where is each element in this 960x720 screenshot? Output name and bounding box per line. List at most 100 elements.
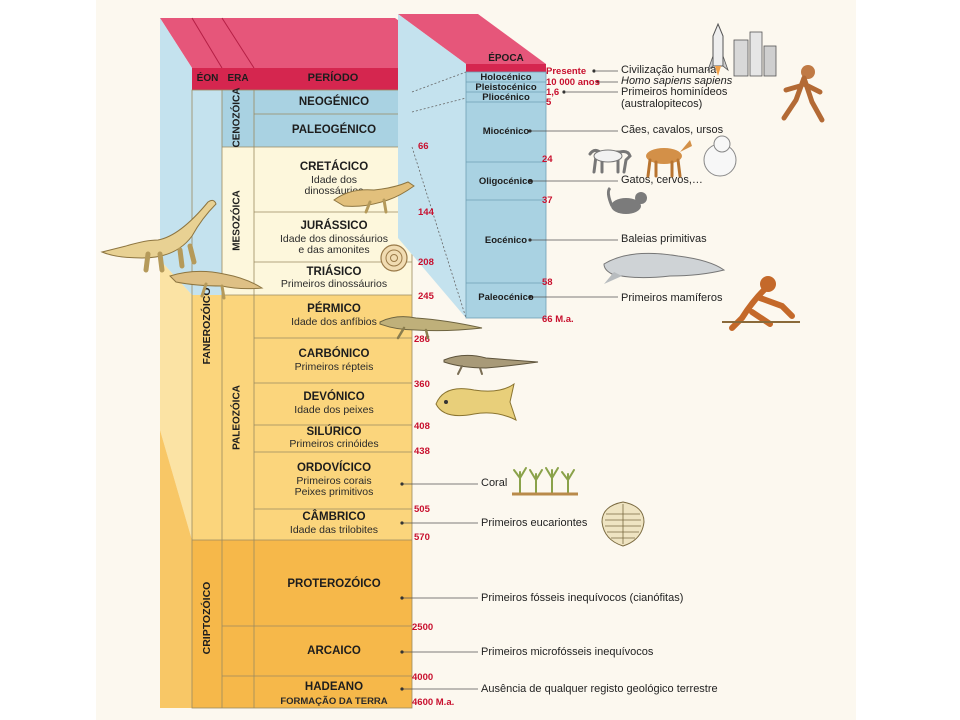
period-cretaceous-sub1: Idade dos: [310, 174, 358, 186]
period-cryptozoic-fill: [254, 540, 412, 708]
epoch-age-10000: 10 000 anos: [546, 77, 600, 88]
caveman-icon: [781, 65, 825, 123]
buildings-icon: [733, 31, 777, 77]
epoch-holocene: Holocénico: [480, 72, 532, 83]
horse-icon: [646, 140, 692, 178]
era-paleozoic: [222, 295, 254, 540]
event-cyanophyte-fossils: Primeiros fósseis inequívocos (cianófita…: [481, 592, 684, 604]
epoch-age-1-6: 1,6: [546, 87, 560, 98]
dog-icon: [588, 148, 632, 174]
era-mesozoic: [222, 147, 254, 295]
period-cambrian: CÂMBRICO: [302, 511, 366, 523]
dinosaur-icon: [333, 181, 415, 214]
age-2500: 2500: [412, 622, 434, 633]
cat-icon: [606, 186, 647, 214]
period-ordovician-sub2: Peixes primitivos: [294, 486, 374, 498]
period-paleozoic-fill: [254, 295, 412, 540]
period-triassic-sub1: Primeiros dinossáurios: [280, 278, 388, 290]
trilobite-icon: [601, 501, 645, 547]
primate-icon: [722, 276, 800, 331]
bear-icon: [703, 135, 737, 177]
era-cryptozoic: [222, 540, 254, 708]
period-jurassic-sub2: e das amonites: [298, 244, 370, 256]
eon-column-phanerozoic-top: [192, 90, 222, 295]
epoch-header-front: [466, 64, 546, 72]
epoch-paleocene: Paleocénico: [478, 292, 534, 303]
period-cretaceous: CRETÁCICO: [299, 161, 369, 173]
age-66: 66: [418, 141, 429, 152]
period-triassic: TRIÁSICO: [306, 266, 362, 278]
coral-icon: [512, 467, 578, 496]
age-4600: 4600 M.a.: [412, 697, 455, 708]
period-ordovician-sub1: Primeiros corais: [296, 475, 372, 487]
period-archean: ARCAICO: [307, 645, 361, 657]
header-eon: ÉON: [196, 73, 219, 84]
period-mesozoic-fill: [254, 147, 412, 295]
age-208: 208: [418, 257, 434, 268]
reptile-icon: [443, 354, 539, 375]
left-side-face-yellow: [160, 260, 192, 540]
age-408: 408: [414, 421, 430, 432]
epoch-miocene: Miocénico: [482, 126, 530, 137]
event-first-hominids: Primeiros hominídeos: [621, 86, 728, 98]
epoch-age-5: 5: [546, 97, 552, 108]
epoch-column: [466, 72, 546, 318]
epoch-oligocene: Oligocénico: [478, 176, 534, 187]
header-epoch: ÉPOCA: [488, 53, 524, 64]
period-cretaceous-sub2: dinossáurios: [304, 185, 364, 197]
epoch-eocene: Eocénico: [484, 235, 528, 246]
left-side-face-blue: [160, 18, 192, 295]
left-side-face-orange: [160, 430, 192, 708]
age-245: 245: [418, 291, 434, 302]
event-first-mammals: Primeiros mamíferos: [621, 292, 723, 304]
period-silurian-sub1: Primeiros crinóides: [289, 438, 379, 450]
period-silurian: SILÚRICO: [306, 426, 362, 438]
epoch-side-face: [398, 14, 466, 318]
rocket-icon: [707, 22, 729, 76]
epoch-pliocene: Pliocénico: [482, 92, 530, 103]
period-carboniferous: CARBÓNICO: [298, 348, 370, 360]
period-devonian: DEVÓNICO: [303, 391, 365, 403]
epoch-age-24: 24: [542, 154, 553, 165]
era-label-cenozoic: CENOZÓICA: [231, 87, 243, 148]
event-first-eukaryotes: Primeiros eucariontes: [481, 517, 588, 529]
header-period: PERÍODO: [307, 72, 359, 84]
event-australopithecus: (australopitecos): [621, 98, 703, 110]
period-ordovician: ORDOVÍCICO: [296, 462, 372, 474]
event-human-civilization: Civilização humana: [621, 64, 717, 76]
era-cenozoic: [222, 90, 254, 147]
period-permian: PÉRMICO: [307, 303, 361, 315]
event-primitive-whales: Baleias primitivas: [621, 233, 707, 245]
earth-formation-label: FORMAÇÃO DA TERRA: [280, 696, 388, 707]
period-carboniferous-sub1: Primeiros répteis: [294, 361, 374, 373]
age-286: 286: [414, 334, 430, 345]
event-homo-sapiens: Homo sapiens sapiens: [621, 75, 733, 87]
fish-icon: [435, 382, 517, 421]
epoch-pleistocene: Pleistocénico: [475, 82, 537, 93]
period-permian-sub1: Idade dos anfíbios: [291, 316, 377, 328]
epoch-age-37: 37: [542, 195, 553, 206]
age-144: 144: [418, 207, 434, 218]
period-proterozoic: PROTEROZÓICO: [287, 578, 381, 590]
period-jurassic: JURÁSSICO: [300, 220, 368, 232]
era-label-paleozoic: PALEOZÓICA: [231, 385, 243, 450]
period-devonian-sub1: Idade dos peixes: [294, 404, 374, 416]
age-438: 438: [414, 446, 430, 457]
period-hadean: HADEANO: [304, 681, 364, 693]
period-neogenic: NEOGÉNICO: [298, 96, 370, 108]
epoch-age-58: 58: [542, 277, 553, 288]
eon-label-cryptozoic: CRIPTOZÓICO: [201, 581, 213, 655]
sauropod-icon: [100, 199, 217, 273]
header-era: ERA: [227, 73, 249, 84]
event-microfossils: Primeiros microfósseis inequívocos: [481, 646, 654, 658]
event-no-geological-record: Ausência de qualquer registo geológico t…: [481, 683, 718, 695]
header-front: [192, 68, 466, 90]
event-cats-deer: Gatos, cervos,…: [621, 174, 703, 186]
event-dogs-horses-bears: Cães, cavalos, ursos: [621, 124, 724, 136]
whale-icon: [603, 252, 726, 284]
epoch-top-face: [398, 14, 546, 64]
dinosaur-triassic-icon: [169, 270, 264, 300]
period-cenozoic-fill: [254, 90, 412, 147]
